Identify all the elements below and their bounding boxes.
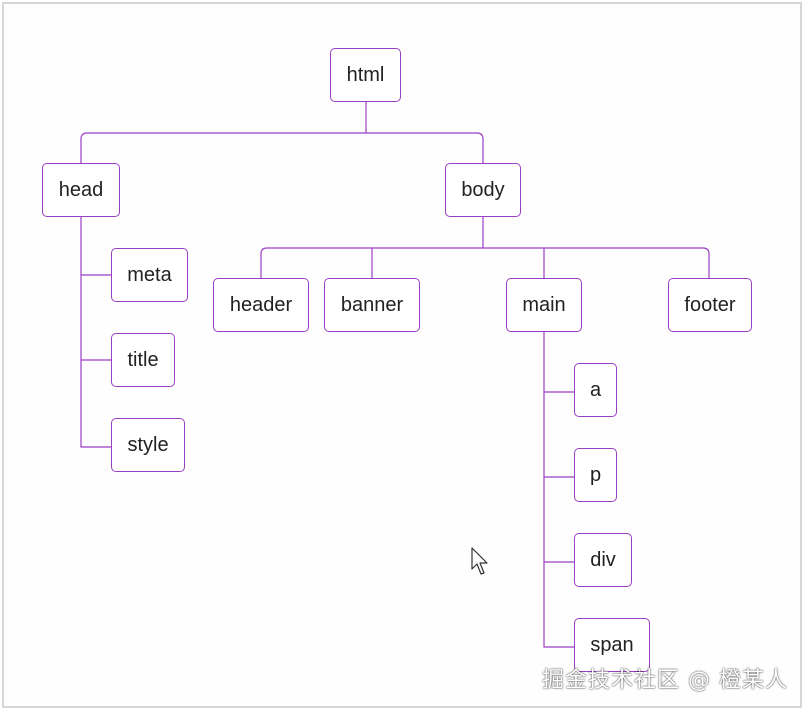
node-a[interactable]: a [574,363,617,417]
node-meta[interactable]: meta [111,248,188,302]
node-header[interactable]: header [213,278,309,332]
node-title[interactable]: title [111,333,175,387]
connector-head [80,217,111,448]
node-body[interactable]: body [445,163,521,217]
node-banner[interactable]: banner [324,278,420,332]
arrow-cursor-icon [471,547,488,575]
connector-html [80,102,484,163]
node-footer[interactable]: footer [668,278,752,332]
node-span[interactable]: span [574,618,650,672]
node-p[interactable]: p [574,448,617,502]
node-head[interactable]: head [42,163,120,217]
connector-main [543,332,574,648]
node-style[interactable]: style [111,418,185,472]
node-html[interactable]: html [330,48,401,102]
node-main[interactable]: main [506,278,582,332]
watermark-text: 掘金技术社区 @ 橙某人 [542,668,788,693]
connector-body [260,217,710,278]
node-div[interactable]: div [574,533,632,587]
